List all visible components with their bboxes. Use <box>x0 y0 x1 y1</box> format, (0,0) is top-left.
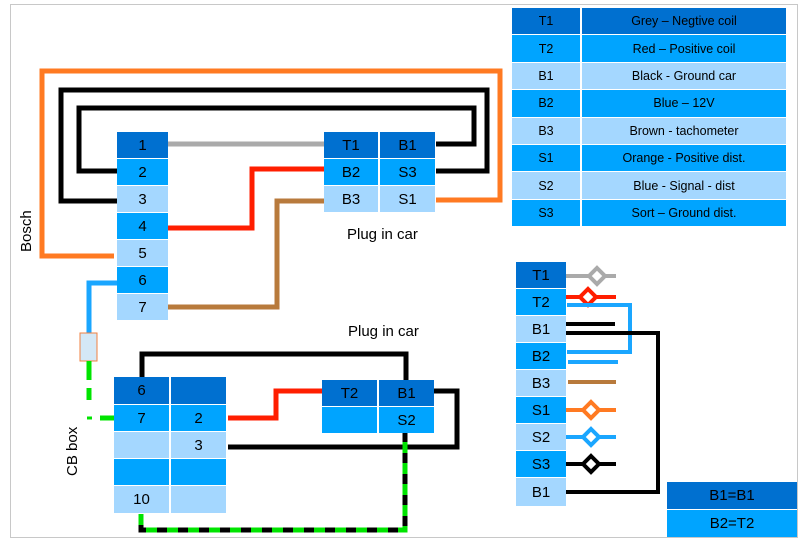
cb-box-pin <box>114 432 169 458</box>
cb-box-pin <box>171 377 226 404</box>
cb-box-label: CB box <box>64 426 81 476</box>
legend-desc: Black - Ground car <box>582 62 786 91</box>
key-diamond-blue <box>580 426 602 448</box>
key-diamond-red <box>577 286 599 308</box>
legend-code: S3 <box>512 199 582 228</box>
pin-key-item: S2 <box>516 424 566 450</box>
legend-code: B2 <box>512 90 582 118</box>
key-diamond-orange <box>580 399 602 421</box>
plug-top-pin: S3 <box>380 159 435 185</box>
bosch-pin: 1 <box>117 132 168 158</box>
cb-box-pin <box>171 459 226 485</box>
diagram-frame <box>10 4 798 538</box>
legend-desc: Orange - Positive dist. <box>582 144 786 173</box>
pin-key-item: B1 <box>516 316 566 342</box>
pin-key-item: S1 <box>516 397 566 423</box>
legend-code: B3 <box>512 117 582 145</box>
plug-bottom-pin: B1 <box>379 380 434 406</box>
equivalence-b2: B2=T2 <box>667 510 797 537</box>
plug-bottom-pin <box>322 407 377 433</box>
key-diamond-black <box>580 453 602 475</box>
plug-bottom-pin: T2 <box>322 380 377 406</box>
cb-box-pin: 2 <box>171 405 226 431</box>
bosch-pin: 7 <box>117 294 168 320</box>
bosch-pin: 3 <box>117 186 168 212</box>
legend-desc: Red – Positive coil <box>582 35 786 63</box>
bosch-pin: 2 <box>117 159 168 185</box>
legend-code: T1 <box>512 8 582 36</box>
pin-key-item: T1 <box>516 262 566 288</box>
plug-top-pin: S1 <box>380 186 435 212</box>
plug-bottom-label: Plug in car <box>348 323 419 340</box>
bosch-label: Bosch <box>18 210 35 252</box>
legend-desc: Grey – Negtive coil <box>582 8 786 36</box>
pin-key-item: B2 <box>516 343 566 369</box>
legend-desc: Blue – 12V <box>582 90 786 118</box>
wire-black-cb6-b1 <box>139 351 409 380</box>
legend-code: B1 <box>512 62 582 91</box>
legend-desc: Brown - tachometer <box>582 117 786 145</box>
key-wire-blue-t2-b2 <box>567 303 632 354</box>
legend-code: S2 <box>512 172 582 200</box>
wire-red-bosch4-b2 <box>168 166 324 231</box>
key-diamond-grey <box>586 265 608 287</box>
plug-top-pin: B1 <box>380 132 435 158</box>
plug-top-pin: T1 <box>324 132 378 158</box>
wire-blue-bosch6 <box>86 280 117 334</box>
plug-top-pin: B3 <box>324 186 378 212</box>
bosch-pin: 4 <box>117 213 168 239</box>
legend-desc: Blue - Signal - dist <box>582 172 786 200</box>
cb-box-pin: 10 <box>114 486 169 513</box>
cb-box-pin <box>114 459 169 485</box>
wire-black-bosch3-s3 <box>58 87 490 204</box>
wire-black-cb3-b1 <box>228 388 460 450</box>
plug-top-label: Plug in car <box>347 226 418 243</box>
wire-black-bosch2-b1 <box>76 105 477 174</box>
bosch-pin: 5 <box>117 240 168 266</box>
inline-connector <box>79 332 98 362</box>
wire-orange-bosch5-s1 <box>39 68 503 259</box>
cb-box-pin <box>171 486 226 513</box>
equivalence-b1: B1=B1 <box>667 482 797 509</box>
plug-bottom-pin: S2 <box>379 407 434 433</box>
bosch-pin: 6 <box>117 267 168 293</box>
cb-box-pin: 6 <box>114 377 169 404</box>
cb-box-pin: 3 <box>171 432 226 458</box>
wire-red-cb2-t2 <box>228 388 322 421</box>
pin-key-item: T2 <box>516 289 566 315</box>
wire-brown-bosch7-b3 <box>168 198 324 310</box>
pin-key-item: B3 <box>516 370 566 396</box>
cb-box-pin: 7 <box>114 405 169 431</box>
pin-key-item: S3 <box>516 451 566 477</box>
key-wire-black-b1-loop <box>566 331 660 494</box>
plug-top-pin: B2 <box>324 159 378 185</box>
wire-green-cb10-s2 <box>138 432 408 533</box>
legend-code: T2 <box>512 35 582 63</box>
legend-desc: Sort – Ground dist. <box>582 199 786 228</box>
pin-key-item: B1 <box>516 478 566 506</box>
legend-code: S1 <box>512 144 582 173</box>
